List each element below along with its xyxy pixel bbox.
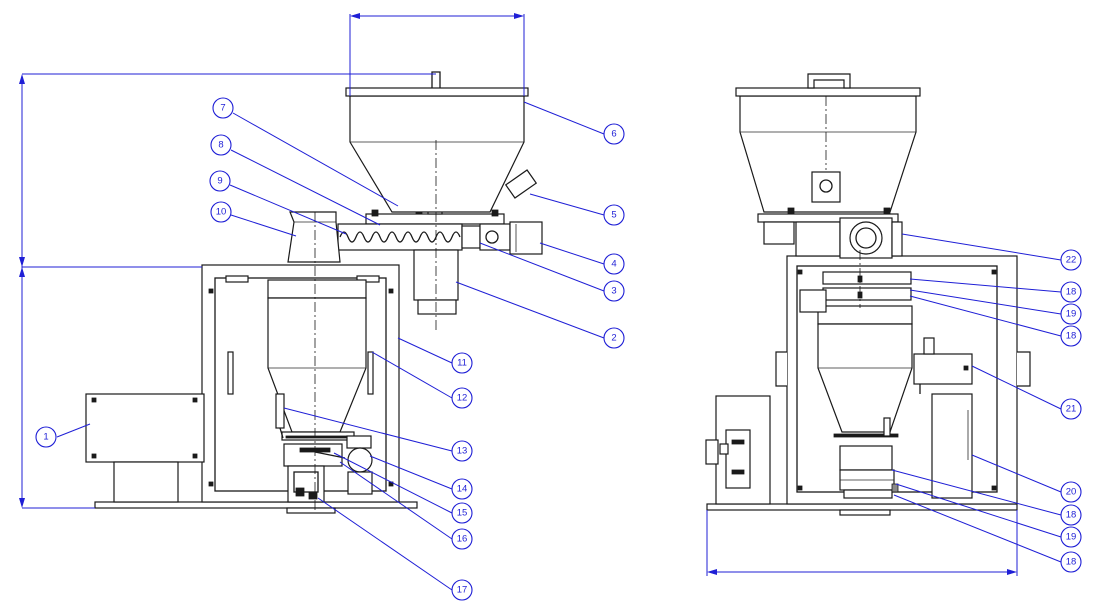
callout-11: 11 [451,352,473,374]
front-handle-right [367,351,374,395]
callout-18-bottom: 18 [1060,551,1082,573]
callout-14-label: 14 [457,484,468,495]
callout-7-label: 7 [220,103,225,114]
front-handle-left [227,351,234,395]
side-load-cell-lower [822,287,912,301]
callout-5-label: 5 [611,210,616,221]
callout-3-label: 3 [611,286,616,297]
front-control-box [85,393,205,463]
callout-13: 13 [451,440,473,462]
callout-14: 14 [451,478,473,500]
front-base-foot [286,507,336,514]
front-control-box-stand [113,461,179,503]
callout-18-upper-label: 18 [1066,287,1077,298]
callout-6: 6 [603,123,625,145]
callout-18-lower-label: 18 [1066,510,1077,521]
front-screw-flight [339,231,461,243]
front-supply-hopper [349,95,525,213]
callout-10: 10 [210,201,232,223]
side-handle-left [775,351,787,387]
callout-9: 9 [209,170,231,192]
front-feeder-flange [365,213,505,225]
front-filter-regulator [347,447,373,473]
leader-lines [56,101,1062,591]
front-hinge-left [225,275,249,283]
callout-4: 4 [603,253,625,275]
callout-18-lower: 18 [1060,504,1082,526]
front-hopper-lid [345,87,529,97]
callout-7: 7 [212,97,234,119]
callout-18-mid-label: 18 [1066,331,1077,342]
callout-12: 12 [451,387,473,409]
callout-3: 3 [603,280,625,302]
callout-5: 5 [603,204,625,226]
front-view [85,71,543,514]
callout-6-label: 6 [611,129,616,140]
front-discharge-outlet [417,299,457,315]
callout-16-label: 16 [457,534,468,545]
side-electrical-box [913,353,973,385]
callout-21: 21 [1060,398,1082,420]
side-agitator-drive [811,171,841,203]
front-hinge-right [356,275,380,283]
callout-8-label: 8 [218,140,223,151]
callout-19-lower: 19 [1060,526,1082,548]
side-bracket [891,221,903,257]
callout-18-upper: 18 [1060,281,1082,303]
front-level-sensor [504,169,538,199]
callout-17: 17 [451,579,473,601]
front-dimensions [19,13,525,509]
side-handle-right [1017,351,1031,387]
callout-19-lower-label: 19 [1066,532,1077,543]
callout-22-label: 22 [1066,255,1077,266]
callout-17-label: 17 [457,585,468,596]
callout-15-label: 15 [457,508,468,519]
callout-2: 2 [603,327,625,349]
callout-20-label: 20 [1066,487,1077,498]
callout-13-label: 13 [457,446,468,457]
callout-9-label: 9 [217,176,222,187]
callout-18-mid: 18 [1060,325,1082,347]
callout-20: 20 [1060,481,1082,503]
front-cylinder [275,393,285,429]
callout-1-label: 1 [43,432,48,443]
side-panel [931,393,973,499]
callout-19-upper: 19 [1060,303,1082,325]
front-coupling [479,223,511,251]
callout-1: 1 [35,426,57,448]
front-inlet-chute [287,211,341,263]
callout-18-bottom-label: 18 [1066,557,1077,568]
callout-8: 8 [210,134,232,156]
callout-21-label: 21 [1066,404,1077,415]
callout-16: 16 [451,528,473,550]
callout-22: 22 [1060,249,1082,271]
callout-15: 15 [451,502,473,524]
side-base-plate [706,503,1018,511]
callout-12-label: 12 [457,393,468,404]
side-lid-handle [807,73,851,89]
callout-2-label: 2 [611,333,616,344]
side-load-cell-upper [822,271,912,285]
callout-19-upper-label: 19 [1066,309,1077,320]
side-view [705,73,1031,516]
callout-4-label: 4 [611,259,616,270]
callout-11-label: 11 [457,358,467,369]
front-base-plate [94,501,418,509]
front-motor [509,221,543,255]
side-dimensions [706,510,1018,576]
callout-10-label: 10 [216,207,227,218]
